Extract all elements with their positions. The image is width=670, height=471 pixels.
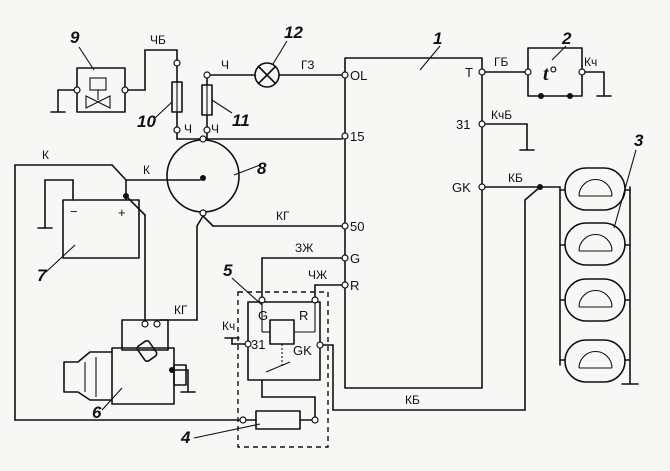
label-controller: 1: [433, 29, 442, 48]
batt-plus-label: +: [118, 205, 126, 220]
pin-gk-label: GK: [452, 180, 471, 195]
label-fuse-link: 4: [180, 428, 191, 447]
pin-g-label: G: [350, 251, 360, 266]
pin-50-label: 50: [350, 219, 364, 234]
wire-kg-starter-label: КГ: [174, 303, 188, 317]
label-valve: 9: [70, 28, 80, 47]
wire-kb-gk-label: КБ: [508, 171, 523, 185]
label-fuse-10: 10: [137, 112, 156, 131]
wire-kg-50-label: КГ: [276, 209, 290, 223]
fuse-link: 4: [180, 410, 319, 447]
pin-t-label: T: [465, 65, 473, 80]
pin-ol-label: OL: [350, 68, 367, 83]
wire-k-batt-label: К: [143, 163, 150, 177]
valve: ЧБ 9: [50, 28, 178, 113]
relay-31-label: 31: [251, 337, 265, 352]
wire-chb-label: ЧБ: [150, 33, 166, 47]
label-glow-plugs: 3: [634, 131, 644, 150]
label-lamp: 12: [284, 23, 303, 42]
temp-sensor: t° ГБ Кч 2: [484, 29, 612, 99]
wire-zzh-label: ЗЖ: [295, 241, 313, 255]
label-relay: 5: [223, 261, 233, 280]
wire-kb-bottom-label: КБ: [405, 393, 420, 407]
wire-gz-label: ГЗ: [301, 58, 314, 72]
wire-k-left-label: К: [42, 148, 49, 162]
relay-r-label: R: [299, 308, 308, 323]
wire-kch-sensor-label: Кч: [584, 55, 597, 69]
relay-gk-label: GK: [293, 343, 312, 358]
label-starter: 6: [92, 403, 102, 422]
batt-minus-label: −: [70, 204, 78, 219]
label-fuse-11: 11: [232, 111, 250, 130]
label-ignition-switch: 8: [257, 159, 267, 178]
wire-kch-relay-label: Кч: [222, 319, 235, 333]
ignition-switch: 8 К КГ КГ: [125, 135, 343, 321]
pin-r-label: R: [350, 278, 359, 293]
wire-kchb-label: КчБ: [491, 108, 512, 122]
wire-chzh-label: ЧЖ: [308, 268, 327, 282]
warning-lamp: ГЗ Ч 12: [203, 23, 343, 88]
relay-g-label: G: [258, 308, 268, 323]
wire-ch-left-label: Ч: [184, 122, 192, 136]
wire-ch-top-label: Ч: [221, 58, 229, 72]
pin-15-label: 15: [350, 129, 364, 144]
glow-plugs: КБ: [484, 131, 644, 385]
relay: G R 31 GK ЗЖ ЧЖ Кч КБ 5: [222, 186, 541, 448]
pin-31-label: 31: [456, 117, 470, 132]
label-battery: 7: [37, 266, 48, 285]
label-temp-sensor: 2: [561, 29, 572, 48]
controller-block: OL 15 50 G R T 31 GK 1: [341, 29, 486, 389]
ground-31: КчБ: [484, 108, 535, 151]
wire-gb-label: ГБ: [494, 55, 508, 69]
wire-ch-right-label: Ч: [211, 122, 219, 136]
starter: 6: [63, 319, 196, 422]
battery: − + К 7: [14, 148, 247, 424]
sensor-t-label: t°: [543, 63, 557, 85]
